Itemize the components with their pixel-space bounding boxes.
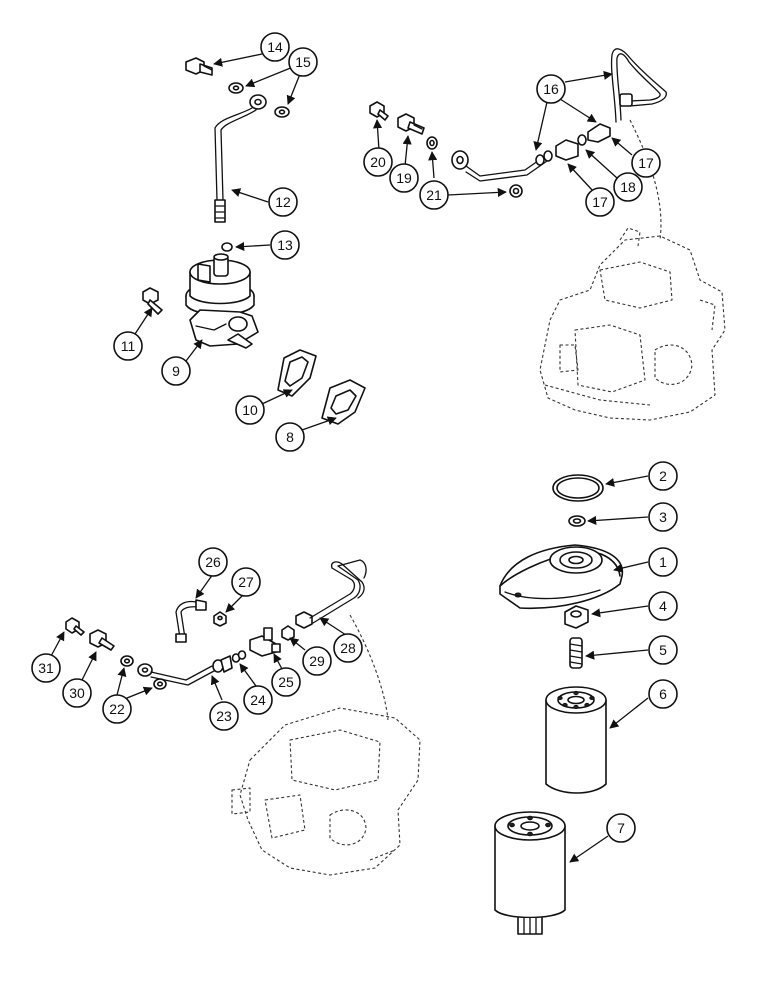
- callout-14: 14: [260, 32, 290, 62]
- svg-text:17: 17: [638, 155, 654, 171]
- callout-19: 19: [389, 163, 419, 193]
- callout-22: 22: [102, 694, 132, 724]
- banjo-bolt-30: [89, 629, 115, 651]
- bolt-20: [369, 101, 389, 121]
- svg-text:11: 11: [121, 338, 136, 354]
- svg-text:22: 22: [109, 701, 125, 717]
- callout-25: 25: [271, 667, 301, 697]
- fitting-27: [213, 611, 227, 627]
- svg-text:17: 17: [592, 194, 608, 210]
- olive-13: [221, 242, 233, 252]
- svg-text:26: 26: [205, 554, 221, 570]
- spacer-plate-8: [321, 379, 366, 425]
- svg-text:12: 12: [275, 194, 291, 210]
- svg-text:2: 2: [659, 468, 667, 484]
- lift-pump-group: [142, 57, 366, 425]
- svg-text:15: 15: [295, 54, 311, 70]
- injection-pump-ghost-upper: [539, 119, 726, 421]
- union-fitting-18: [555, 123, 611, 161]
- svg-text:28: 28: [340, 640, 356, 656]
- callout-16: 16: [536, 74, 566, 104]
- callout-18: 18: [613, 172, 643, 202]
- callout-21: 21: [419, 180, 449, 210]
- callout-10: 10: [235, 395, 265, 425]
- callout-5: 5: [648, 635, 678, 665]
- svg-text:5: 5: [659, 642, 667, 658]
- callout-29: 29: [302, 646, 332, 676]
- injector-lines-group: [369, 48, 667, 198]
- tee-fitting-25: [249, 627, 281, 657]
- svg-text:13: 13: [277, 237, 293, 253]
- callout-8: 8: [275, 422, 305, 452]
- filter-element-7: [494, 811, 566, 935]
- svg-text:19: 19: [396, 170, 412, 186]
- injection-pump-ghost-lower: [231, 614, 421, 876]
- svg-text:7: 7: [617, 820, 625, 836]
- callout-28: 28: [333, 633, 363, 663]
- callout-23: 23: [209, 701, 239, 731]
- bolt-31: [65, 617, 85, 636]
- screw-11: [142, 287, 163, 315]
- callout-27: 27: [231, 567, 261, 597]
- callout-7: 7: [606, 813, 636, 843]
- banjo-bolt-19: [397, 113, 425, 135]
- svg-text:23: 23: [216, 708, 232, 724]
- fuel-pipe-26: [175, 599, 207, 643]
- callout-4: 4: [648, 591, 678, 621]
- callout-13: 13: [270, 230, 300, 260]
- nut-4: [564, 605, 589, 629]
- callout-9: 9: [161, 356, 191, 386]
- fuel-pipe-23: [137, 655, 233, 686]
- fuel-filter-group: [494, 474, 624, 935]
- svg-text:9: 9: [172, 363, 180, 379]
- svg-text:3: 3: [659, 509, 667, 525]
- nut-29: [281, 611, 313, 641]
- filter-element-6: [545, 686, 607, 794]
- filter-head-1: [499, 544, 624, 610]
- return-lines-group: [65, 559, 367, 690]
- callout-31: 31: [31, 653, 61, 683]
- fuel-pipe-16: [451, 150, 553, 182]
- callout-17-lower: 17: [585, 187, 615, 217]
- svg-text:1: 1: [659, 554, 667, 570]
- svg-text:4: 4: [659, 598, 667, 614]
- stud-5: [569, 637, 583, 669]
- callout-1: 1: [648, 547, 678, 577]
- svg-text:14: 14: [267, 39, 283, 55]
- svg-text:29: 29: [309, 653, 325, 669]
- svg-text:21: 21: [426, 187, 442, 203]
- callout-15: 15: [288, 47, 318, 77]
- svg-text:18: 18: [620, 179, 636, 195]
- callout-6: 6: [648, 679, 678, 709]
- callout-11: 11: [113, 331, 143, 361]
- svg-text:31: 31: [38, 660, 54, 676]
- olive-24b: [237, 650, 247, 660]
- lift-pump-9: [185, 253, 259, 349]
- callout-24: 24: [243, 685, 273, 715]
- svg-text:10: 10: [242, 402, 258, 418]
- callout-12: 12: [268, 187, 298, 217]
- svg-text:8: 8: [286, 429, 294, 445]
- svg-text:20: 20: [370, 154, 386, 170]
- callout-20: 20: [363, 147, 393, 177]
- fuel-pipe-28: [309, 559, 367, 624]
- svg-text:24: 24: [250, 692, 266, 708]
- fuel-pipe-loop-16: [610, 48, 667, 123]
- callout-3: 3: [648, 502, 678, 532]
- callout-26: 26: [198, 547, 228, 577]
- callout-2: 2: [648, 461, 678, 491]
- callout-17-upper: 17: [631, 148, 661, 178]
- leader-lines: [49, 53, 649, 863]
- svg-text:27: 27: [238, 574, 254, 590]
- svg-text:25: 25: [278, 674, 294, 690]
- fuel-pipe-12: [214, 94, 267, 223]
- svg-text:16: 16: [543, 81, 559, 97]
- callout-30: 30: [62, 678, 92, 708]
- svg-text:30: 30: [69, 685, 85, 701]
- svg-text:6: 6: [659, 686, 667, 702]
- gasket-10: [277, 349, 317, 397]
- banjo-bolt-14: [185, 57, 213, 76]
